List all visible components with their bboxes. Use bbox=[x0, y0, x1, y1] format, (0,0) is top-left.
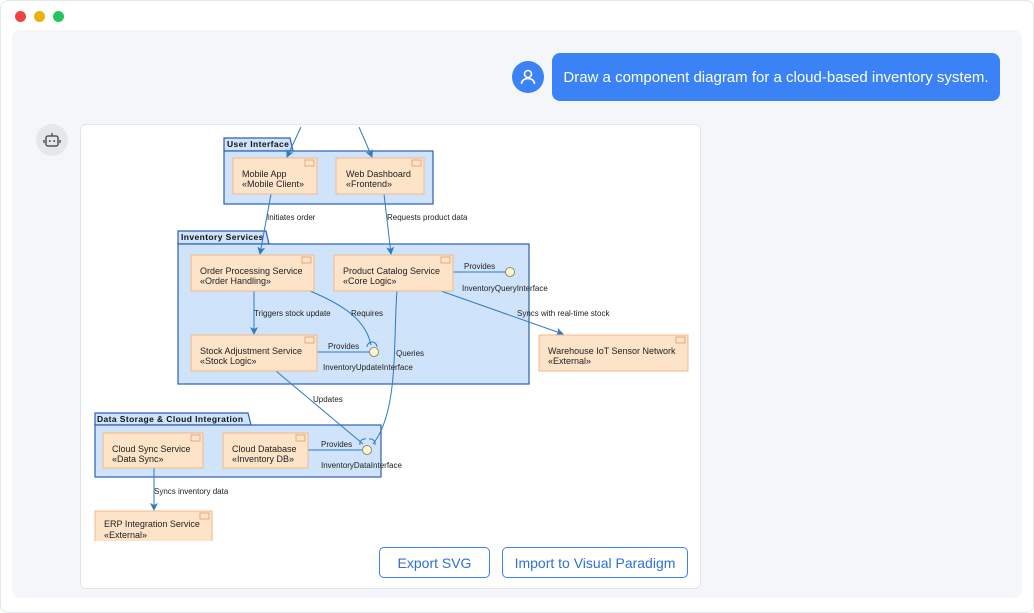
svg-text:Cloud Sync Service: Cloud Sync Service bbox=[112, 444, 191, 454]
component-warehouse-iot[interactable]: Warehouse IoT Sensor Network«External» bbox=[538, 334, 689, 372]
interface-data: InventoryDataInterface bbox=[321, 445, 402, 470]
component-web-dashboard[interactable]: Web Dashboard«Frontend» bbox=[335, 157, 425, 195]
socket-icon bbox=[359, 438, 376, 446]
label-updates: Updates bbox=[313, 395, 343, 404]
minimize-window-dot[interactable] bbox=[34, 11, 45, 22]
label-queries: Queries bbox=[396, 349, 424, 358]
connector-initiates bbox=[257, 193, 272, 255]
svg-text:Mobile App: Mobile App bbox=[242, 169, 287, 179]
incoming-arrow bbox=[286, 126, 302, 158]
diagram-card: User Interface Inventory Services Data S… bbox=[80, 124, 701, 589]
connector-queries bbox=[372, 290, 398, 445]
connector-requests bbox=[383, 193, 395, 255]
svg-text:Cloud Database: Cloud Database bbox=[232, 444, 297, 454]
label-provides: Provides bbox=[464, 262, 495, 271]
svg-text:User Interface: User Interface bbox=[227, 139, 289, 149]
robot-icon bbox=[36, 124, 68, 156]
svg-text:InventoryDataInterface: InventoryDataInterface bbox=[321, 461, 402, 470]
svg-text:Data Storage & Cloud Integrati: Data Storage & Cloud Integration bbox=[97, 414, 243, 424]
user-message: Draw a component diagram for a cloud-bas… bbox=[552, 53, 1000, 101]
export-svg-button[interactable]: Export SVG bbox=[379, 547, 490, 578]
incoming-arrow bbox=[358, 126, 373, 158]
close-window-dot[interactable] bbox=[15, 11, 26, 22]
label-provides: Provides bbox=[321, 440, 352, 449]
svg-text:Order Processing Service: Order Processing Service bbox=[200, 266, 303, 276]
svg-text:«External»: «External» bbox=[548, 356, 591, 366]
svg-text:«Mobile Client»: «Mobile Client» bbox=[242, 179, 304, 189]
svg-text:Product Catalog Service: Product Catalog Service bbox=[343, 266, 440, 276]
component-order-processing[interactable]: Order Processing Service«Order Handling» bbox=[190, 254, 315, 292]
import-visual-paradigm-button[interactable]: Import to Visual Paradigm bbox=[502, 547, 688, 578]
svg-text:«Core Logic»: «Core Logic» bbox=[343, 276, 397, 286]
svg-text:ERP Integration Service: ERP Integration Service bbox=[104, 519, 200, 529]
label-syncs-realtime: Syncs with real-time stock bbox=[517, 309, 610, 318]
svg-text:InventoryQueryInterface: InventoryQueryInterface bbox=[462, 284, 548, 293]
label-requests: Requests product data bbox=[387, 213, 468, 222]
svg-text:«Inventory DB»: «Inventory DB» bbox=[232, 454, 294, 464]
svg-text:Inventory Services: Inventory Services bbox=[181, 232, 264, 242]
label-requires: Requires bbox=[351, 309, 383, 318]
svg-text:«Stock Logic»: «Stock Logic» bbox=[200, 356, 257, 366]
svg-text:«Data Sync»: «Data Sync» bbox=[112, 454, 164, 464]
label-initiates: Initiates order bbox=[267, 213, 316, 222]
component-diagram: User Interface Inventory Services Data S… bbox=[94, 126, 689, 541]
component-cloud-database[interactable]: Cloud Database«Inventory DB» bbox=[222, 432, 309, 469]
component-erp-integration[interactable]: ERP Integration Service«External» bbox=[94, 510, 213, 541]
connector-syncs-realtime bbox=[440, 290, 564, 336]
label-syncs-inventory: Syncs inventory data bbox=[154, 487, 229, 496]
connector-updates bbox=[275, 370, 364, 445]
svg-text:«External»: «External» bbox=[104, 530, 147, 540]
svg-text:«Order Handling»: «Order Handling» bbox=[200, 276, 271, 286]
component-product-catalog[interactable]: Product Catalog Service«Core Logic» bbox=[333, 254, 454, 292]
component-stock-adjustment[interactable]: Stock Adjustment Service«Stock Logic» bbox=[190, 334, 318, 372]
svg-text:InventoryUpdateInterface: InventoryUpdateInterface bbox=[323, 363, 413, 372]
maximize-window-dot[interactable] bbox=[53, 11, 64, 22]
component-mobile-app[interactable]: Mobile App«Mobile Client» bbox=[232, 157, 318, 195]
svg-text:Warehouse IoT Sensor Network: Warehouse IoT Sensor Network bbox=[548, 346, 676, 356]
svg-text:Web Dashboard: Web Dashboard bbox=[346, 169, 411, 179]
socket-icon bbox=[366, 341, 378, 348]
interface-query: InventoryQueryInterface bbox=[462, 267, 548, 293]
label-triggers: Triggers stock update bbox=[254, 309, 331, 318]
user-icon bbox=[512, 61, 544, 93]
svg-text:«Frontend»: «Frontend» bbox=[346, 179, 392, 189]
interface-update: InventoryUpdateInterface bbox=[323, 347, 413, 372]
label-provides: Provides bbox=[328, 342, 359, 351]
connector-requires bbox=[309, 290, 372, 346]
component-cloud-sync[interactable]: Cloud Sync Service«Data Sync» bbox=[102, 432, 204, 469]
svg-text:Stock Adjustment Service: Stock Adjustment Service bbox=[200, 346, 302, 356]
